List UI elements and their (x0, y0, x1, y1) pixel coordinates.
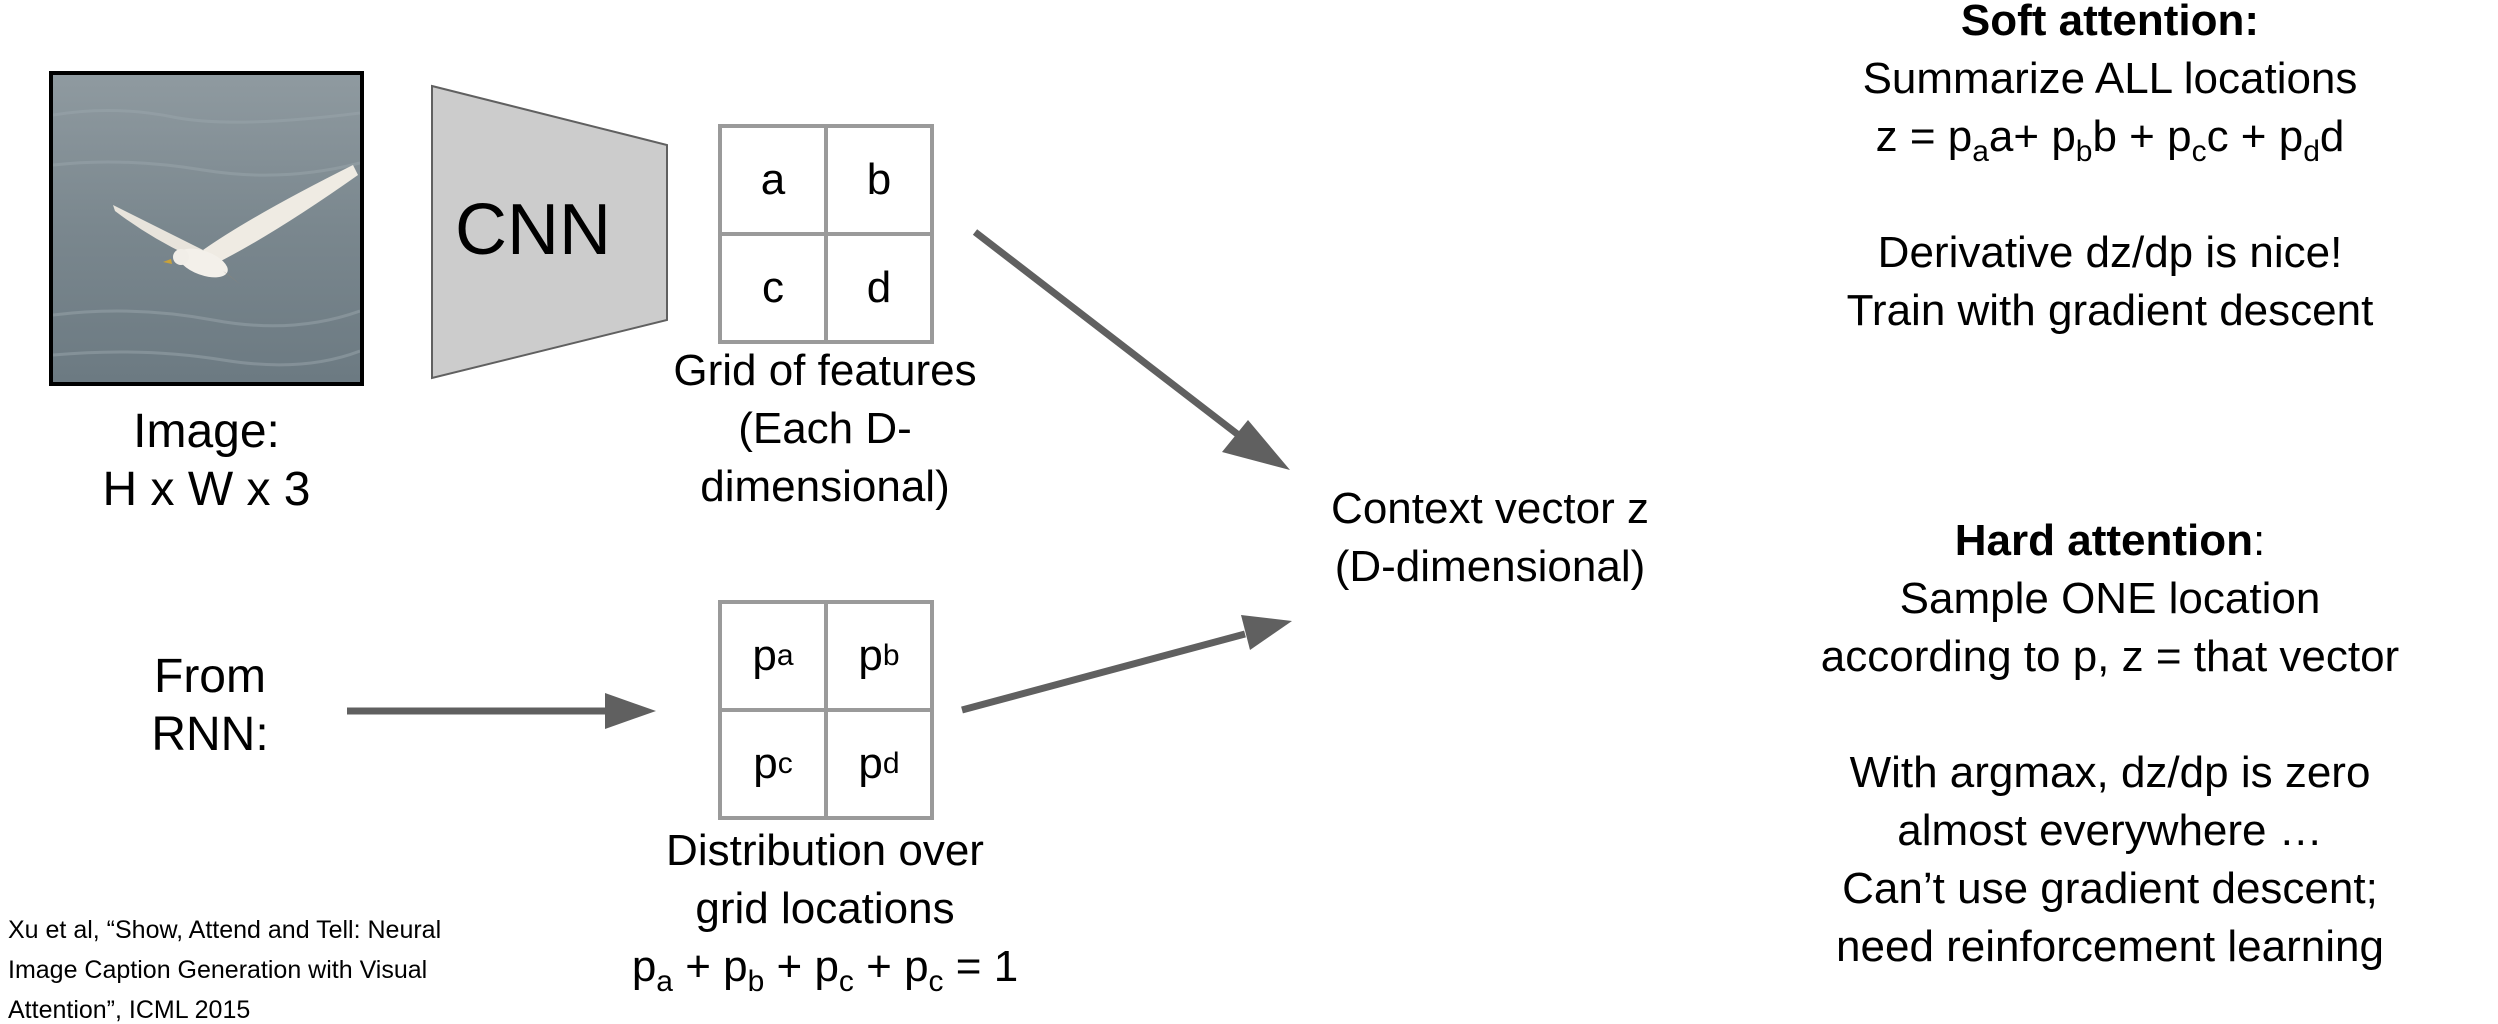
rnn-label-2: RNN: (151, 708, 269, 761)
distribution-caption: Distribution over (666, 826, 984, 875)
seagull-photo (53, 75, 360, 382)
image-dimensions: H x W x 3 (102, 463, 311, 516)
context-vector-label: Context vector z (1331, 484, 1649, 533)
seagull (113, 165, 358, 285)
feature-grid-caption-2: (Each D- (738, 404, 912, 453)
hard-attention-title: Hard attention: (1954, 516, 2266, 565)
image-label: Image: (133, 405, 280, 458)
input-image (49, 71, 364, 386)
soft-attention-title: Soft attention: (1960, 0, 2260, 45)
hard-attention-line5: Can’t use gradient descent; (1842, 864, 2378, 913)
distribution-caption-2: grid locations (695, 884, 955, 933)
feature-cell-b: b (826, 126, 932, 234)
hard-attention-line3: With argmax, dz/dp is zero (1849, 748, 2371, 797)
arrow-features-to-context (972, 229, 1290, 470)
arrow-rnn-to-distribution (347, 693, 656, 729)
hard-attention-line6: need reinforcement learning (1836, 922, 2384, 971)
feature-grid: a b c d (718, 124, 934, 344)
feature-cell-a: a (720, 126, 826, 234)
soft-attention-line1: Summarize ALL locations (1862, 54, 2358, 103)
context-vector-dims: (D-dimensional) (1334, 542, 1646, 591)
hard-attention-line1: Sample ONE location (1899, 574, 2321, 623)
rnn-label: From (154, 650, 266, 703)
hard-attention-line2: according to p, z = that vector (1820, 632, 2400, 681)
cnn-block (431, 84, 668, 380)
arrow-distribution-to-context (961, 615, 1292, 714)
soft-attention-derivative: Derivative dz/dp is nice! (1877, 228, 2343, 277)
distribution-formula: pa + pb + pc + pc = 1 (631, 942, 1019, 998)
feature-grid-caption: Grid of features (673, 346, 977, 395)
citation-line1: Xu et al, “Show, Attend and Tell: Neural (8, 916, 442, 944)
soft-attention-formula: z = paa+ pbb + pcc + pdd (1875, 112, 2345, 168)
cnn-label: CNN (455, 190, 611, 270)
feature-cell-d: d (826, 234, 932, 342)
feature-cell-c: c (720, 234, 826, 342)
citation-line3: Attention”, ICML 2015 (8, 996, 251, 1024)
feature-grid-caption-3: dimensional) (700, 462, 950, 511)
soft-attention-training: Train with gradient descent (1846, 286, 2374, 335)
hard-attention-line4: almost everywhere … (1897, 806, 2323, 855)
citation-line2: Image Caption Generation with Visual (8, 956, 428, 984)
